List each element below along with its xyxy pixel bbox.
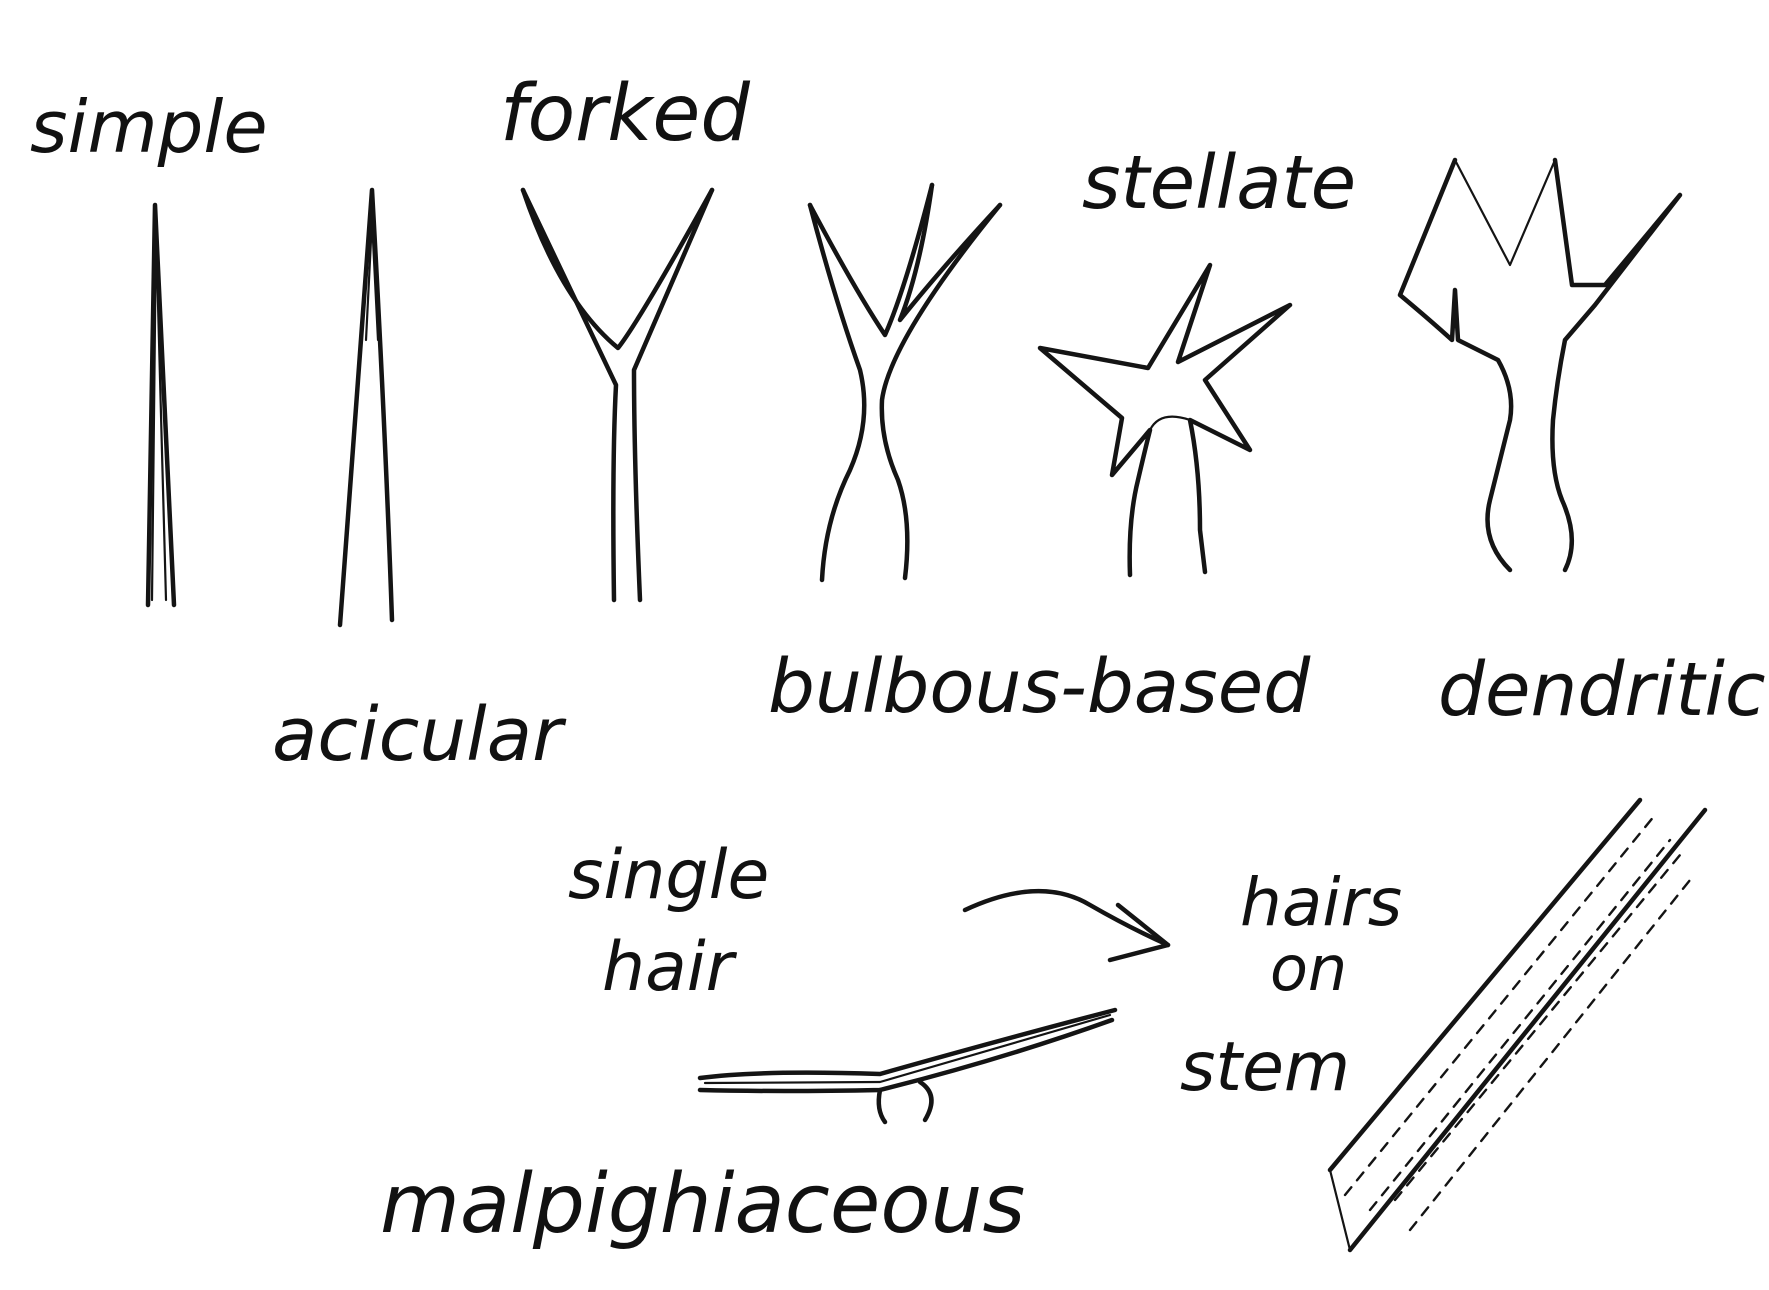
label-hairs-on-stem-line2: on [1270, 932, 1347, 1005]
forked-hair-drawing [523, 190, 712, 600]
label-bulbous-based: bulbous-based [768, 644, 1311, 730]
label-malpighiaceous: malpighiaceous [380, 1157, 1025, 1252]
dendritic-hair-drawing [1400, 160, 1680, 570]
label-forked: forked [500, 69, 750, 159]
label-dendritic: dendritic [1438, 647, 1766, 733]
stellate-hair-drawing [1040, 265, 1290, 575]
malpighiaceous-hair-drawing [700, 1010, 1115, 1122]
label-stellate: stellate [1082, 140, 1356, 226]
label-hairs-on-stem-line1: hairs [1240, 864, 1402, 941]
acicular-hair-drawing [340, 190, 392, 625]
label-simple: simple [30, 85, 268, 169]
label-hairs-on-stem-line3: stem [1180, 1028, 1350, 1107]
label-single-hair-line2: hair [602, 928, 738, 1007]
simple-hair-drawing [148, 205, 174, 605]
label-acicular: acicular [272, 692, 567, 778]
label-single-hair-line1: single [568, 836, 769, 915]
arrow-single-hair-to-stem [965, 891, 1168, 960]
bulbous-based-hair-drawing [810, 185, 1000, 580]
